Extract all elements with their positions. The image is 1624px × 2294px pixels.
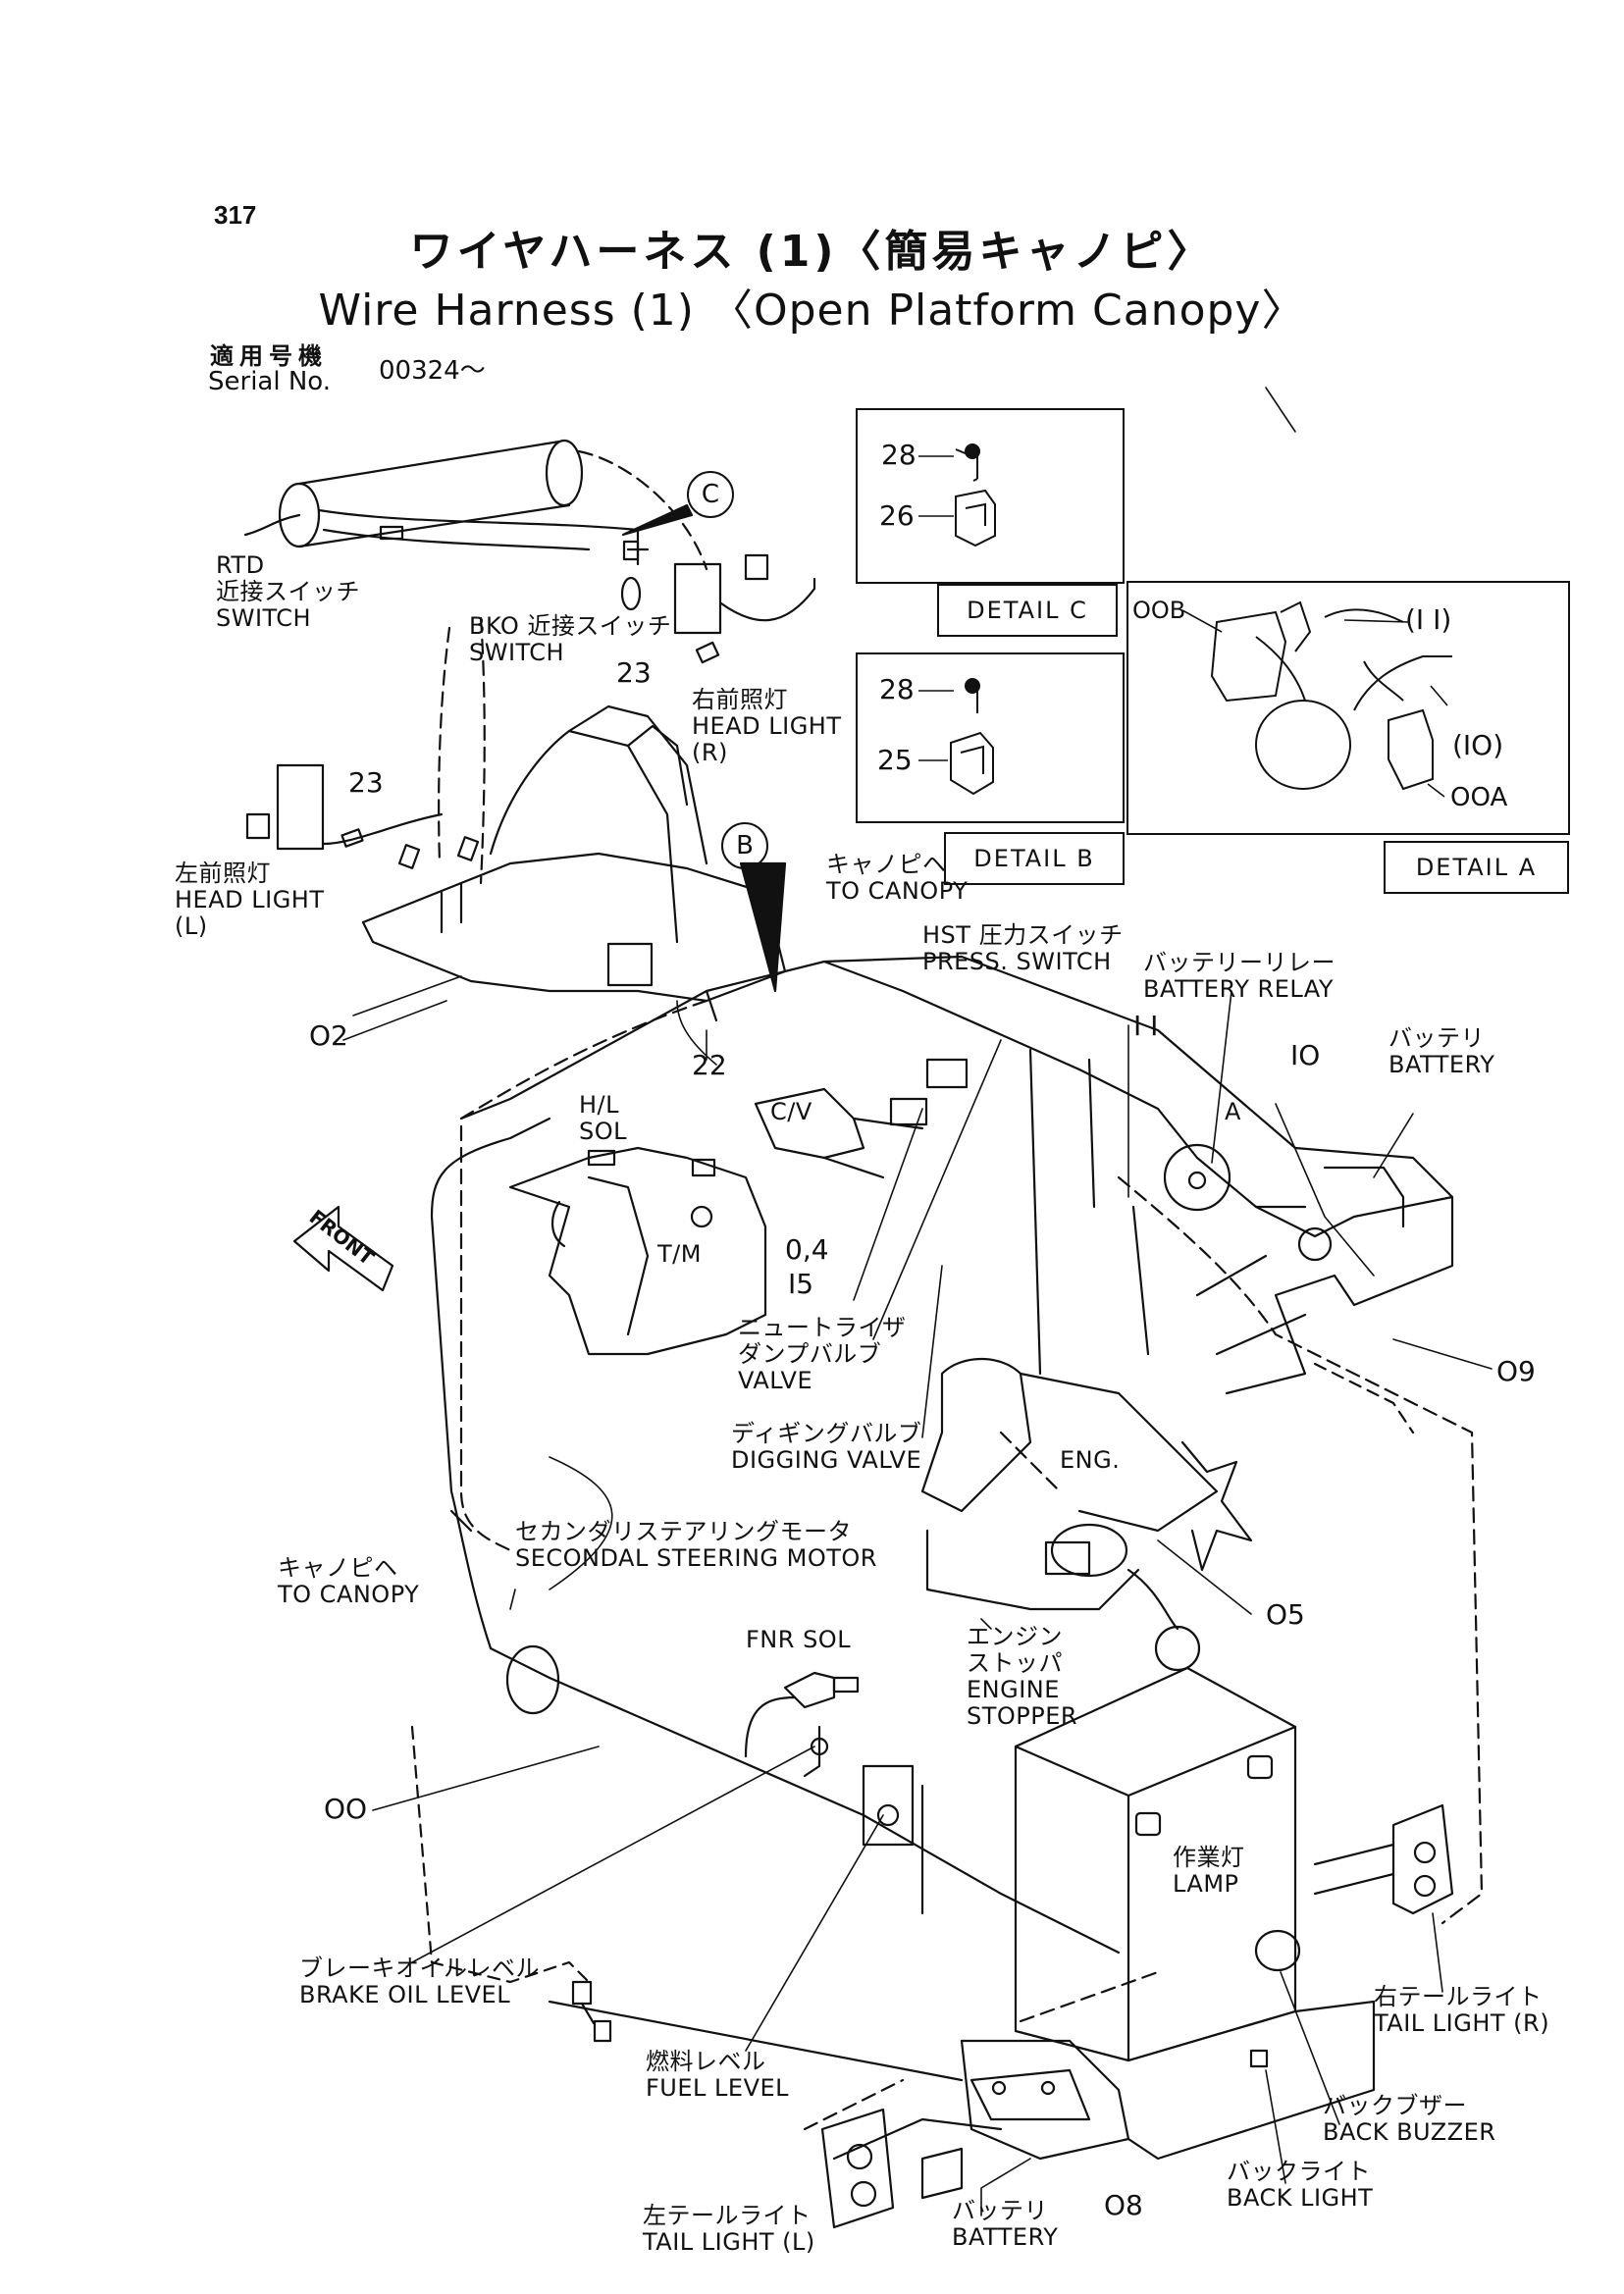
serial-label-english: Serial No. xyxy=(208,367,331,396)
part-number-08: O8 xyxy=(1104,2189,1143,2221)
detail-a-box: OOB (I I) (IO) OOA xyxy=(1126,581,1570,835)
detail-c-part-26: 26 xyxy=(879,499,915,532)
cv-label: C/V xyxy=(770,1098,812,1125)
detail-b-box: 28 25 xyxy=(856,652,1125,823)
serial-value: 00324～ xyxy=(379,356,486,386)
part-number-23-upper: 23 xyxy=(616,656,652,689)
engine-label: ENG. xyxy=(1060,1446,1121,1474)
detail-a-part-11: (I I) xyxy=(1405,603,1452,636)
relay-marker-a: A xyxy=(1225,1098,1241,1125)
part-number-00: OO xyxy=(324,1793,368,1825)
detail-a-part-oob: OOB xyxy=(1132,597,1186,624)
detail-c-part-28: 28 xyxy=(881,439,917,471)
fnr-sol-label: FNR SOL xyxy=(746,1626,852,1653)
serial-label-japanese: 適用号機 xyxy=(210,342,328,370)
page-number: 317 xyxy=(214,200,257,230)
detail-b-part-25: 25 xyxy=(877,744,913,776)
part-number-22: 22 xyxy=(692,1049,727,1081)
clip-b-icon xyxy=(918,678,994,796)
title-japanese: ワイヤハーネス (1)〈簡易キャノピ〉 xyxy=(409,227,1215,277)
callout-c: C xyxy=(687,471,734,518)
tm-label: T/M xyxy=(657,1240,702,1268)
battery-relay-detail-icon xyxy=(1181,600,1452,798)
detail-a-tag: DETAIL A xyxy=(1384,841,1569,894)
detail-c-tag: DETAIL C xyxy=(937,584,1118,637)
part-number-10: IO xyxy=(1290,1039,1321,1071)
part-number-05: O5 xyxy=(1266,1598,1305,1631)
detail-c-box: 28 26 xyxy=(856,408,1125,584)
detail-b-part-28: 28 xyxy=(879,673,915,705)
part-number-11: I I xyxy=(1133,1010,1159,1042)
dashed-harness xyxy=(438,449,1484,2131)
detail-a-part-ooa: OOA xyxy=(1450,783,1508,812)
title-english: Wire Harness (1) 〈Open Platform Canopy〉 xyxy=(318,286,1306,336)
part-number-02: O2 xyxy=(309,1019,348,1052)
part-number-09: O9 xyxy=(1496,1355,1536,1387)
clip-c-icon xyxy=(918,443,996,547)
canopy-cylinder xyxy=(243,439,640,551)
part-number-04: 0,4 xyxy=(785,1233,829,1266)
callout-b: B xyxy=(721,822,768,869)
part-number-23-lower: 23 xyxy=(348,766,384,799)
part-number-15: I5 xyxy=(788,1268,814,1300)
detail-b-tag: DETAIL B xyxy=(944,832,1125,885)
detail-a-part-10: (IO) xyxy=(1452,729,1504,761)
